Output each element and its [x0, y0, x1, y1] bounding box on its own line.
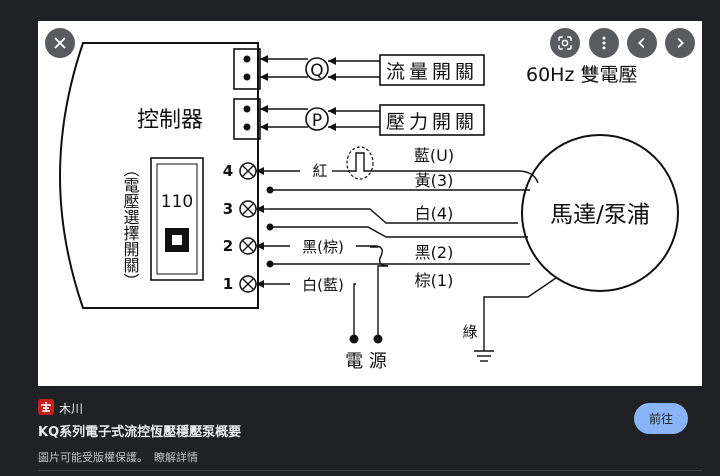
- capacitor-symbol: [348, 152, 372, 172]
- voltage-switch-inner: [156, 163, 198, 275]
- motor-wire-blue: 藍(U): [414, 146, 454, 165]
- motor-label: 馬達/泵浦: [550, 202, 650, 228]
- switch-label: （電壓選擇開關）: [121, 161, 140, 289]
- close-button[interactable]: [45, 28, 75, 58]
- flow-switch-box: [379, 54, 485, 86]
- flow-connector-pin-1: [243, 55, 251, 63]
- svg-text:4: 4: [223, 162, 233, 180]
- motor-wire-black: 黑(2): [415, 243, 454, 262]
- voltage-switch-value: 110: [161, 192, 193, 212]
- previous-button[interactable]: [627, 28, 657, 58]
- voltage-note: 60Hz 雙電壓: [526, 64, 637, 86]
- pressure-connector-pin-1: [243, 105, 251, 113]
- controller-box: [58, 42, 259, 309]
- ground-label: 綠: [462, 323, 477, 341]
- wiring-diagram: 控制器 110 （電壓選擇開關） Q: [58, 42, 679, 372]
- wire-white-blue-label: 白(藍): [302, 276, 344, 294]
- more-vert-icon: [602, 36, 606, 50]
- terminal-1: 1: [223, 275, 257, 293]
- next-button[interactable]: [665, 28, 695, 58]
- flow-switch-symbol: [305, 57, 329, 81]
- source-favicon-icon: [38, 399, 54, 415]
- pressure-switch-label: 壓力開關: [386, 111, 478, 133]
- wire-black-brown-label: 黑(棕): [302, 238, 344, 256]
- terminal-2: 2: [223, 237, 257, 255]
- pressure-switch-box: [379, 104, 485, 136]
- motor-wire-white: 白(4): [415, 204, 454, 223]
- pressure-connector-pin-2: [243, 123, 251, 131]
- flow-connector-pin-2: [243, 73, 251, 81]
- learn-more-link[interactable]: 瞭解詳情: [154, 451, 198, 464]
- lens-button[interactable]: [550, 28, 580, 58]
- source-name[interactable]: 木川: [59, 402, 84, 416]
- copyright-text: 圖片可能受版權保護。: [38, 451, 148, 464]
- svg-text:1: 1: [223, 275, 233, 293]
- result-title[interactable]: KQ系列電子式流控恆壓穩壓泵概要: [38, 425, 242, 440]
- motor-circle: [521, 134, 679, 292]
- switch-knob-hole: [172, 235, 182, 245]
- google-lens-icon: [558, 36, 572, 50]
- svg-text:3: 3: [223, 200, 233, 218]
- power-terminal-2: [373, 334, 383, 344]
- pressure-switch-p: P: [312, 111, 322, 131]
- power-terminal-1: [349, 334, 359, 344]
- more-options-button[interactable]: [589, 28, 619, 58]
- pressure-switch-symbol: [305, 107, 329, 131]
- divider: [38, 470, 702, 471]
- close-icon: [54, 37, 66, 49]
- controller-label: 控制器: [137, 108, 203, 133]
- motor-wire-yellow: 黃(3): [415, 171, 454, 190]
- voltage-switch-outer: [150, 157, 204, 281]
- svg-text:2: 2: [223, 237, 233, 255]
- chevron-left-icon: [638, 37, 645, 49]
- terminal-3: 3: [223, 200, 257, 218]
- wire-red-label: 紅: [312, 162, 327, 180]
- chevron-right-icon: [677, 37, 684, 49]
- flow-connector: [233, 48, 261, 90]
- motor-wire-brown: 棕(1): [415, 271, 454, 290]
- info-panel: [0, 386, 720, 476]
- image-frame[interactable]: 控制器 110 （電壓選擇開關） Q: [38, 21, 702, 386]
- visit-button[interactable]: 前往: [634, 403, 688, 434]
- pressure-connector: [233, 98, 261, 140]
- power-label: 電 源: [345, 351, 387, 372]
- flow-switch-q: Q: [310, 61, 323, 81]
- copyright-notice: 圖片可能受版權保護。瞭解詳情: [38, 449, 198, 465]
- flow-switch-label: 流量開關: [386, 61, 478, 83]
- terminal-4: 4: [223, 162, 257, 180]
